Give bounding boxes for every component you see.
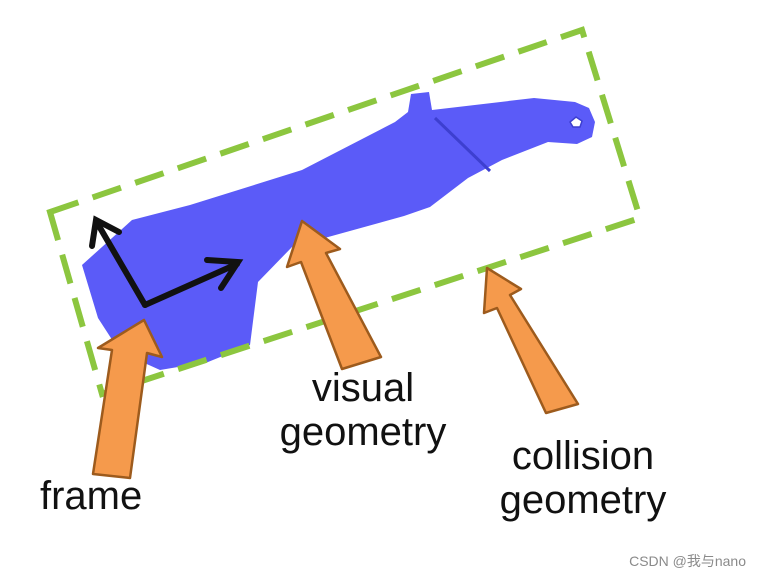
visual-geometry-label-line2: geometry	[279, 410, 447, 454]
frame-z-axis	[96, 223, 148, 308]
frame-x-arrowhead	[204, 257, 244, 291]
visual-geometry-label: visual geometry	[258, 366, 468, 454]
visual-geometry-callout-arrow	[285, 219, 383, 371]
link-body-shape	[82, 92, 595, 370]
frame-z-arrowhead	[89, 215, 122, 249]
collision-geometry-label: collision geometry	[478, 434, 688, 522]
link-joint-seam	[433, 116, 492, 173]
callout-arrows	[91, 219, 580, 480]
link-hole	[569, 116, 583, 128]
frame-x-axis	[142, 261, 240, 308]
frame-label: frame	[40, 474, 143, 518]
visual-geometry-label-line1: visual	[311, 366, 415, 410]
collision-geometry-callout-arrow	[482, 266, 580, 415]
frame-axes	[89, 215, 244, 308]
collision-geometry-box	[46, 26, 644, 398]
visual-geometry-link	[82, 92, 595, 370]
collision-geometry-label-line1: collision	[511, 434, 655, 478]
collision-geometry-label-line2: geometry	[499, 478, 667, 522]
watermark-text: CSDN @我与nano	[629, 553, 746, 569]
frame-callout-arrow	[91, 318, 164, 480]
